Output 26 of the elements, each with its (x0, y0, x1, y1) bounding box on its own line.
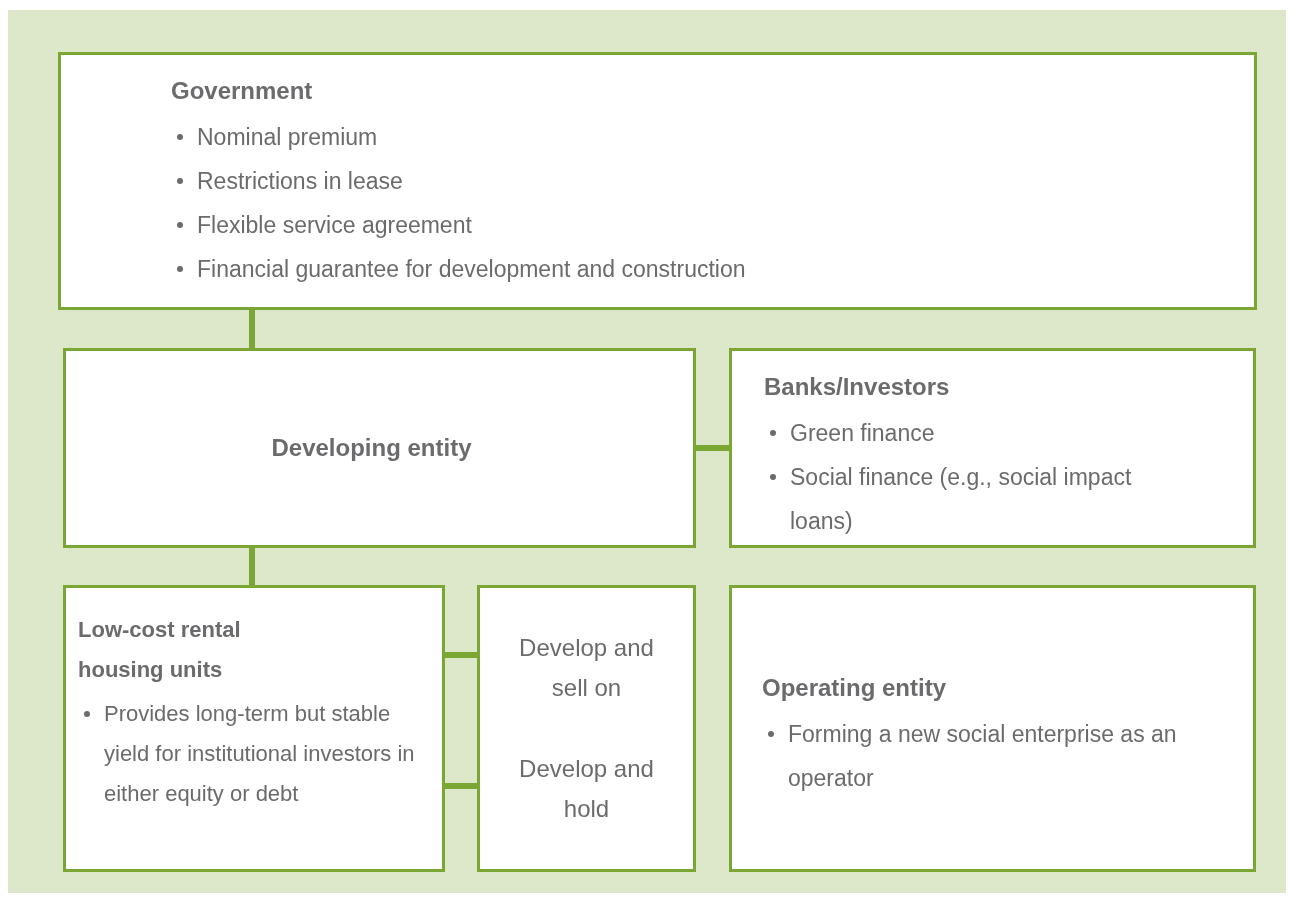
bullet-text: Flexible service agreement (197, 211, 472, 240)
bullet-text: Green finance (790, 419, 935, 448)
bullet-text: Nominal premium (197, 123, 378, 152)
node-title: Operating entity (762, 673, 948, 703)
connector-line (445, 652, 477, 658)
connector-line (696, 445, 729, 451)
bullet-text: Financial guarantee for development and construction (197, 255, 746, 284)
node-title: Government (171, 76, 314, 106)
connector-line (445, 783, 477, 789)
node-title: Banks/Investors (764, 372, 951, 402)
text-box (63, 585, 445, 872)
bullet-text: Forming a new social enterprise as an operator (788, 720, 1178, 793)
text-box (477, 585, 696, 872)
node-title: Low-cost rental housing units (78, 616, 242, 684)
option-text: Develop and hold (518, 753, 655, 824)
text-box (729, 348, 1256, 548)
connector-line (249, 548, 255, 585)
bullet-text: Restrictions in lease (197, 167, 403, 196)
text-box (63, 348, 696, 548)
text-box (58, 52, 1257, 310)
node-title: Developing entity (271, 433, 472, 463)
bullet-text: Provides long-term but stable yield for institutional investors in either equity or debt (104, 700, 416, 808)
text-box (729, 585, 1256, 872)
bullet-text: Social finance (e.g., social impact loans) (790, 463, 1133, 536)
connector-line (249, 310, 255, 348)
option-text: Develop and sell on (518, 633, 655, 704)
